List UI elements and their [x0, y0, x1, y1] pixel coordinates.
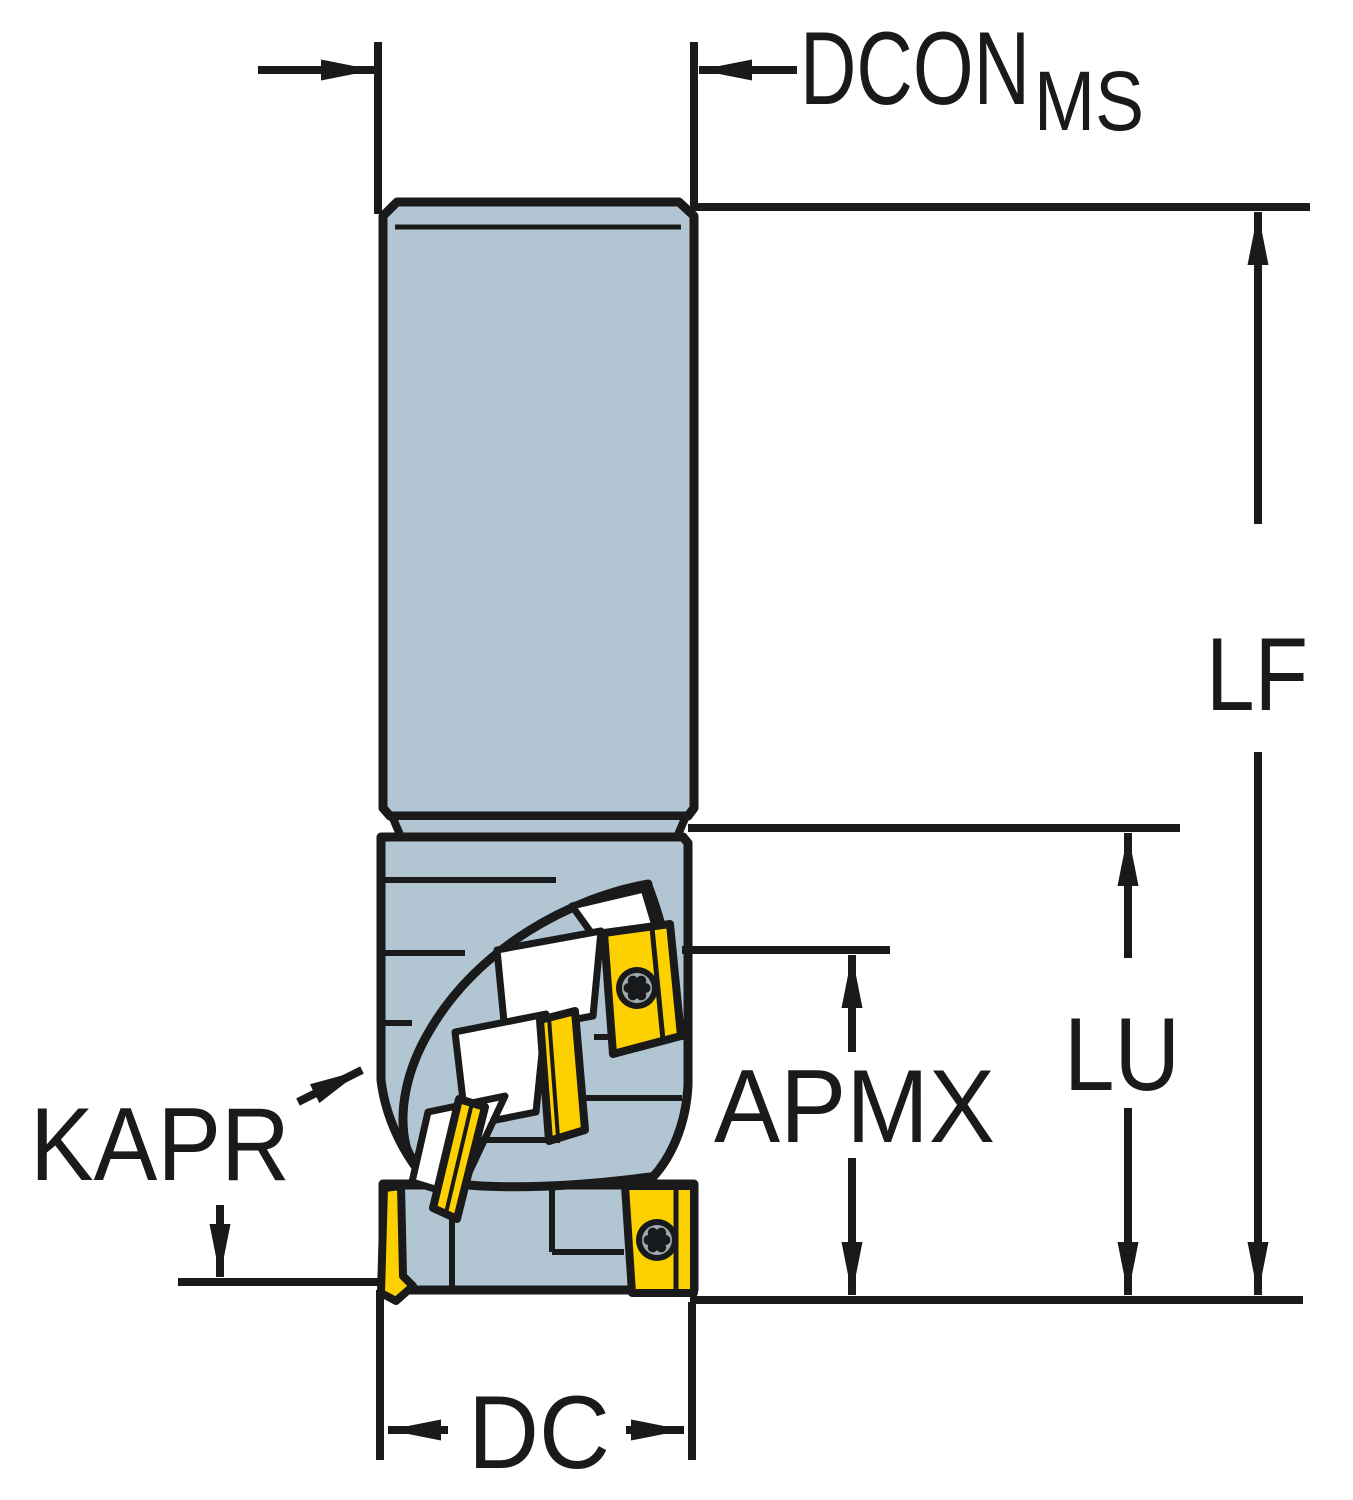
label-apmx: APMX — [714, 1049, 995, 1165]
insert-middle — [536, 1007, 589, 1145]
label-lu: LU — [1064, 997, 1180, 1113]
label-lf: LF — [1206, 617, 1308, 733]
flute-curve — [398, 879, 655, 1192]
label-dcon: DCON — [800, 11, 1030, 127]
dimension-kapr: KAPR — [30, 1066, 379, 1286]
dimension-dconms: DCON MS — [258, 11, 1144, 214]
torx-screw — [636, 1219, 678, 1261]
label-dc: DC — [468, 1375, 610, 1491]
dimension-dc: DC — [376, 1290, 696, 1491]
label-kapr: KAPR — [30, 1087, 290, 1203]
insert-pocket-facet — [493, 927, 605, 1036]
tool-body — [376, 197, 699, 1305]
insert-lower-left-bevel — [444, 1102, 474, 1214]
torx-screw — [616, 967, 658, 1009]
insert-pocket-facet — [451, 1010, 550, 1130]
label-dcon-subscript: MS — [1034, 54, 1144, 148]
tool-shank — [378, 197, 699, 821]
dimension-lu: LU — [688, 824, 1180, 1295]
dimension-lf: LF — [690, 203, 1310, 1304]
kapr-angle-arrow — [296, 1066, 364, 1106]
dimension-apmx: APMX — [682, 946, 995, 1295]
insert-middle-bevel — [547, 1017, 560, 1138]
